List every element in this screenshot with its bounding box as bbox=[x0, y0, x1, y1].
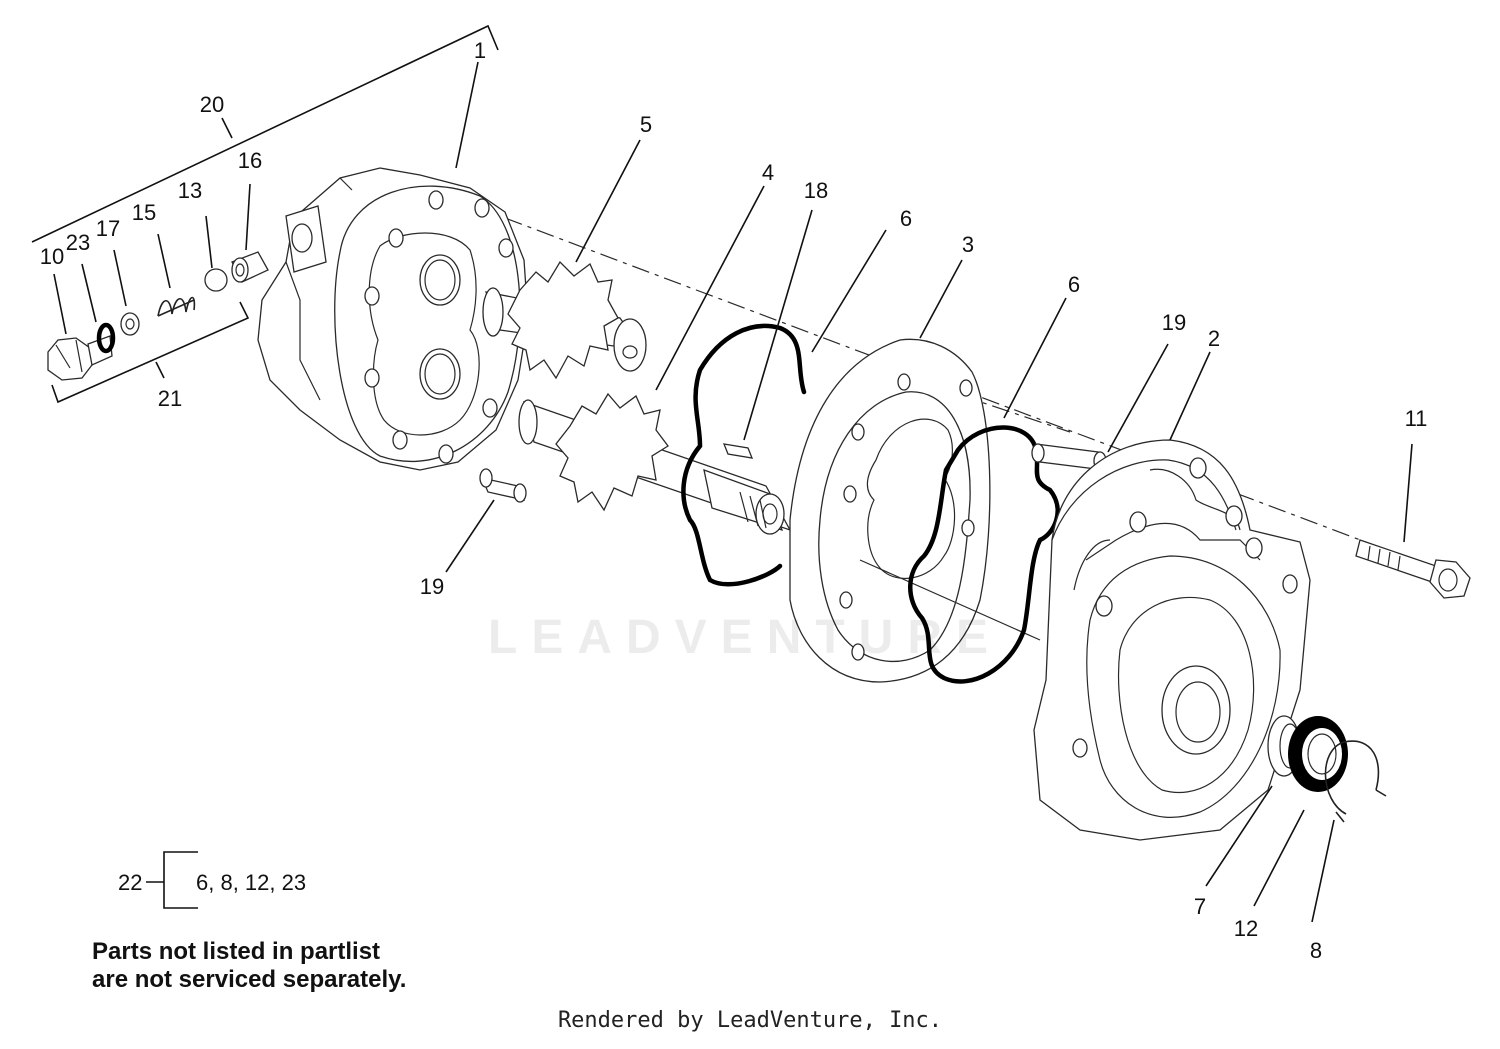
callout-5: 5 bbox=[640, 112, 652, 137]
oil-seal-part bbox=[1288, 716, 1348, 792]
callout-7: 7 bbox=[1194, 894, 1206, 919]
kit-contents: 6, 8, 12, 23 bbox=[196, 870, 306, 895]
callout-18: 18 bbox=[804, 178, 828, 203]
center-line bbox=[504, 217, 1441, 571]
callout-11: 11 bbox=[1405, 406, 1428, 431]
key-part bbox=[722, 443, 754, 459]
callout-4: 4 bbox=[762, 160, 774, 185]
callout-20: 20 bbox=[200, 92, 224, 117]
washer-part bbox=[120, 312, 140, 336]
callout-23: 23 bbox=[66, 230, 90, 255]
callout-21: 21 bbox=[158, 386, 182, 411]
driven-gear-part bbox=[482, 260, 647, 380]
center-line-2 bbox=[959, 394, 1071, 433]
rear-housing-part bbox=[257, 167, 529, 471]
dowel-pin-part bbox=[479, 468, 527, 503]
callout-19b: 19 bbox=[1162, 310, 1186, 335]
bracket-21 bbox=[51, 301, 250, 404]
snap-ring-part bbox=[1324, 740, 1387, 823]
callout-3: 3 bbox=[962, 232, 974, 257]
render-credit: Rendered by LeadVenture, Inc. bbox=[557, 1008, 943, 1033]
gear-body-part bbox=[789, 338, 1041, 683]
callout-15: 15 bbox=[132, 200, 156, 225]
callout-17: 17 bbox=[96, 216, 120, 241]
seat-part bbox=[231, 251, 269, 283]
relief-valve-group bbox=[31, 24, 499, 404]
callout-6a: 6 bbox=[900, 206, 912, 231]
callout-labels: 1 2 3 4 5 6 6 7 8 10 11 12 13 15 16 17 1… bbox=[40, 38, 1428, 963]
callout-10: 10 bbox=[40, 244, 64, 269]
callout-8: 8 bbox=[1310, 938, 1322, 963]
leader-lines bbox=[53, 61, 1413, 923]
spring-part bbox=[157, 296, 196, 317]
callout-2: 2 bbox=[1208, 326, 1220, 351]
callout-13: 13 bbox=[178, 178, 202, 203]
seal-ring-part bbox=[681, 323, 807, 587]
drive-gear-part bbox=[518, 392, 792, 535]
bracket-20 bbox=[31, 24, 499, 243]
callout-12: 12 bbox=[1234, 916, 1258, 941]
kit-legend: 22 6, 8, 12, 23 bbox=[118, 851, 306, 909]
callout-16: 16 bbox=[238, 148, 262, 173]
bolt-part bbox=[1355, 539, 1471, 599]
callout-6b: 6 bbox=[1068, 272, 1080, 297]
ball-part bbox=[204, 268, 228, 292]
callout-19a: 19 bbox=[420, 574, 444, 599]
service-note: Parts not listed in partlist are not ser… bbox=[92, 938, 407, 993]
kit-label: 22 bbox=[118, 870, 142, 895]
callout-1: 1 bbox=[474, 38, 486, 63]
watermark: LEADVENTURE bbox=[488, 611, 1003, 664]
o-ring-part bbox=[96, 322, 116, 354]
front-housing-part bbox=[1033, 439, 1311, 841]
plug-part bbox=[47, 335, 113, 381]
